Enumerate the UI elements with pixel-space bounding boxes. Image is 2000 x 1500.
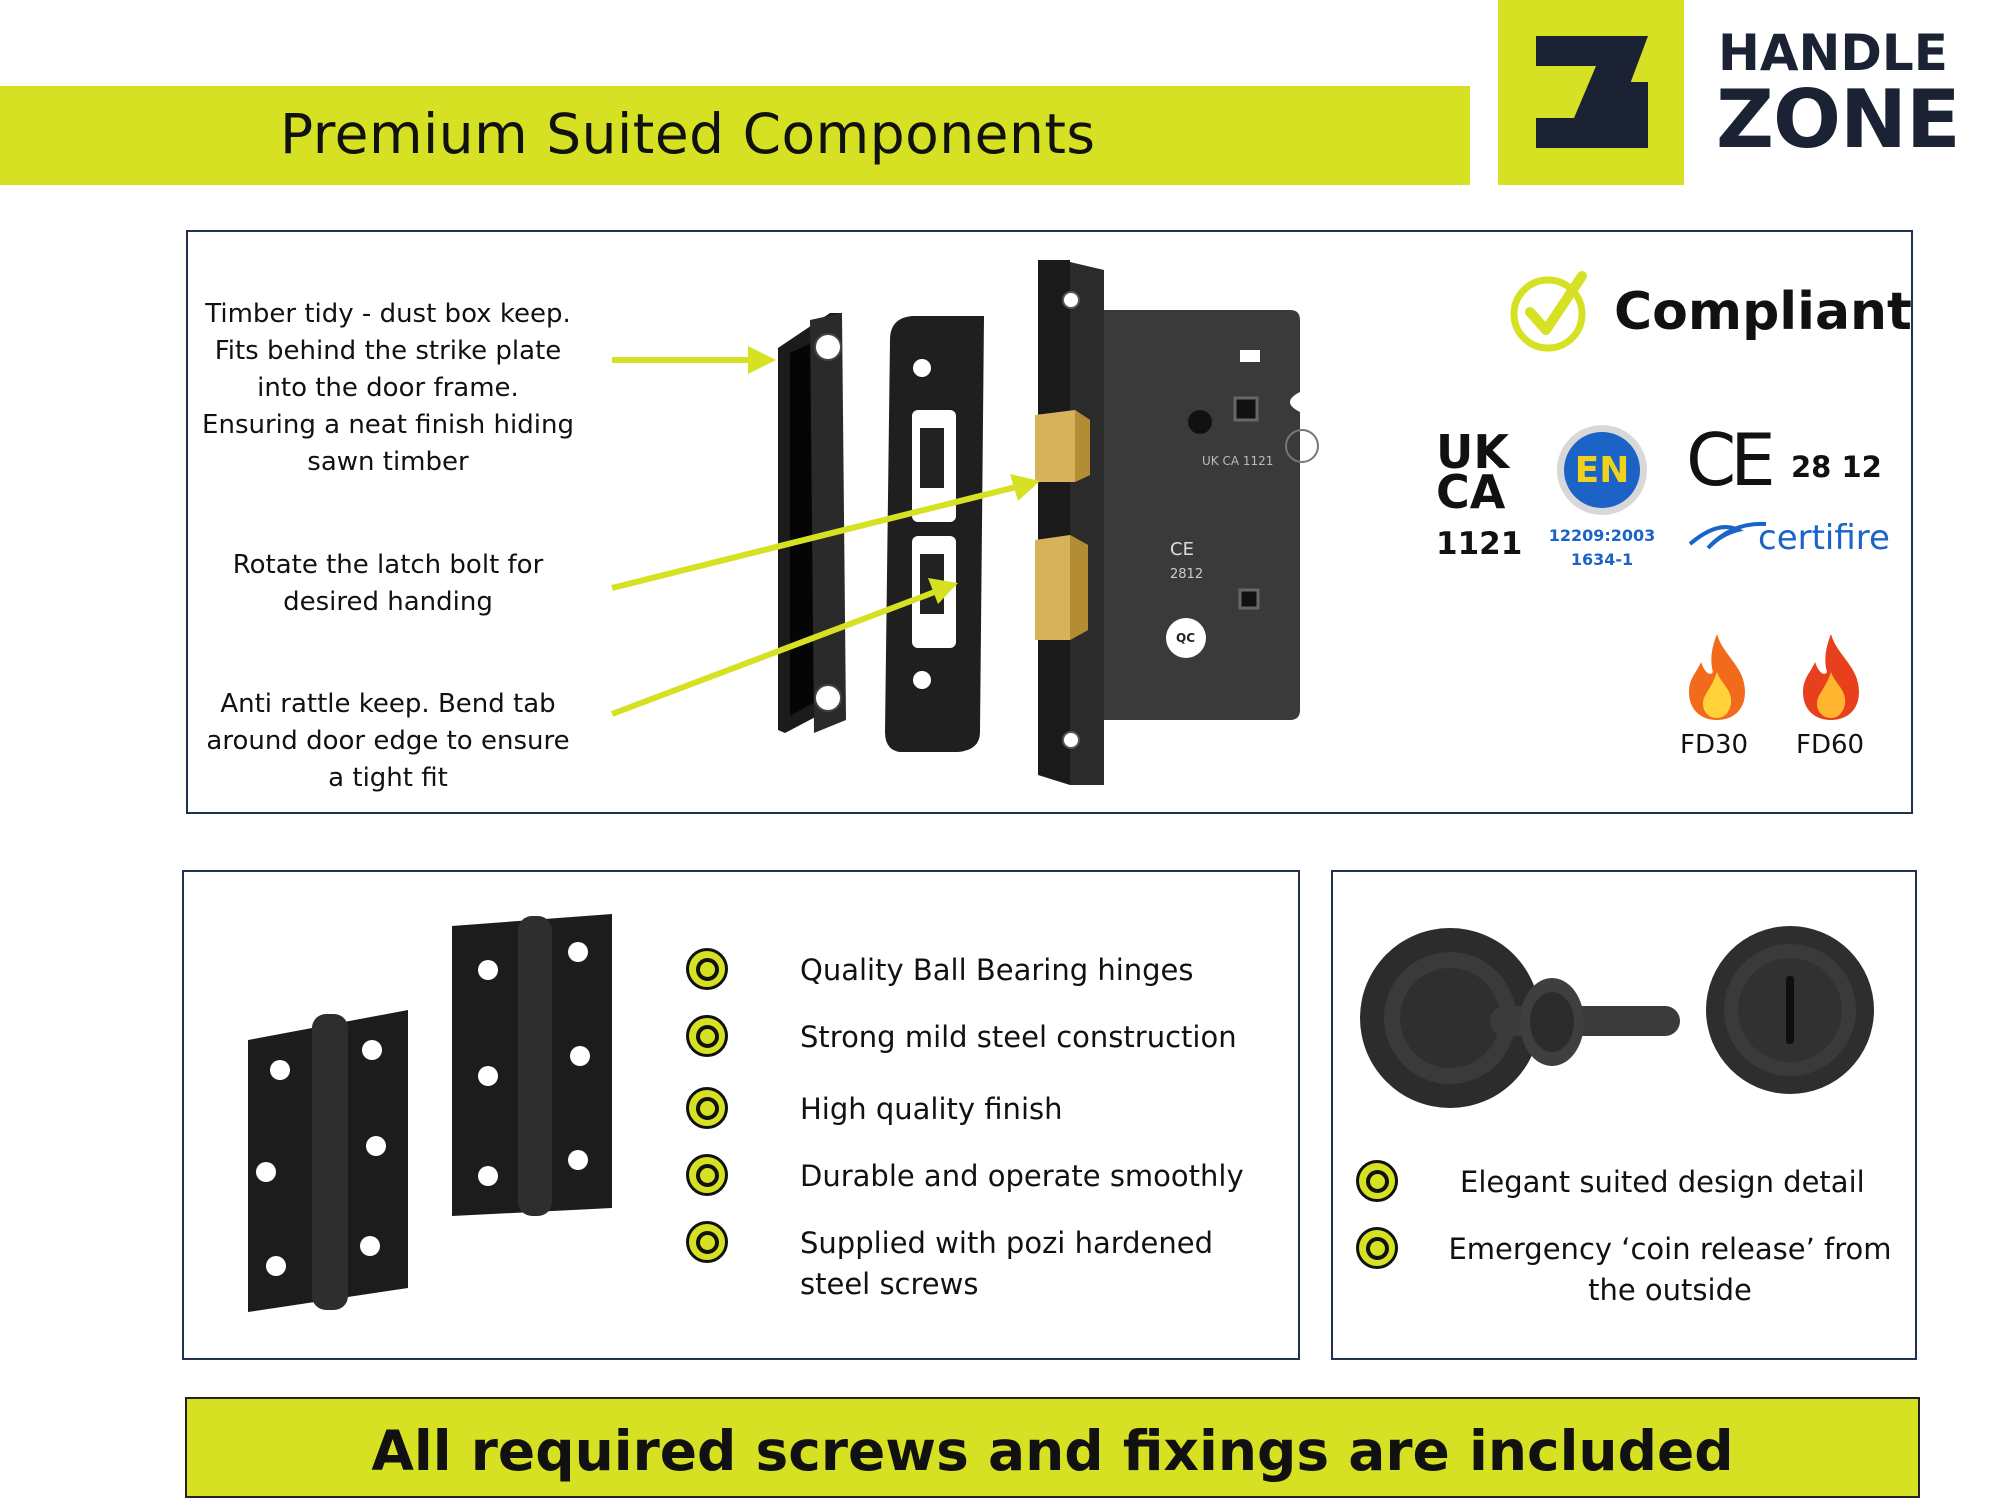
en-standard-1634: 1634-1 [1570,550,1634,569]
en-standard-12209: 12209:2003 [1548,526,1656,545]
callout-timber-tidy: Timber tidy - dust box keep. Fits behind… [202,299,574,477]
certifire-label: certifire [1758,518,1890,558]
flame-icon-fd30 [1689,634,1745,720]
brand-name-line1: HANDLE [1718,24,1948,82]
thumb-turn-illustration [1360,926,1874,1108]
ukca-mark-top: UK [1436,425,1509,479]
dust-box-keep [778,313,846,733]
hinges-illustration [248,914,612,1312]
turn-feature-1: Elegant suited design detail [1460,1165,1865,1199]
bullet-icon [686,1087,728,1129]
bullet-icon [686,1221,728,1263]
bullet-icon [1356,1227,1398,1269]
fire-rating-fd60: FD60 [1796,730,1865,760]
lock-ce-mark: CE [1170,539,1194,560]
hinge-feature-5: Supplied with pozi hardened steel screws [800,1226,1214,1301]
en-badge: EN [1557,425,1647,515]
bullet-icon [686,1154,728,1196]
z-logo-icon [1536,36,1648,148]
brand-name-line2: ZONE [1716,73,1961,166]
hinge-feature-3: High quality finish [800,1092,1063,1126]
check-circle-icon [1510,271,1587,352]
lock-qc-mark: QC [1176,631,1195,645]
sash-lock-illustration: UK CA 1121 CE 2812 QC [778,260,1319,785]
dead-bolt [1035,535,1088,640]
lock-forend [1038,260,1104,785]
brand-logo-mark [1498,0,1684,185]
en-standards: 12209:2003 1634-1 [1540,524,1664,572]
page-title: Premium Suited Components [280,102,1096,166]
latch-bolt [1035,410,1090,482]
hinge-front [248,1010,408,1312]
bullet-icon [1356,1160,1398,1202]
ce-mark: CE [1686,418,1776,502]
turn-feature-2: Emergency ‘coin release’ from the outsid… [1448,1232,1892,1307]
flame-icon-fd60 [1803,634,1859,720]
ukca-number: 1121 [1436,526,1523,562]
lock-ukca-mark: UK CA 1121 [1202,454,1273,468]
hinge-feature-1: Quality Ball Bearing hinges [800,953,1194,987]
en-badge-label: EN [1574,449,1630,491]
footer-text: All required screws and fixings are incl… [371,1419,1734,1483]
ce-number: 28 12 [1791,450,1882,484]
lock-case: UK CA 1121 CE 2812 QC [1104,310,1319,720]
strike-plate [885,316,984,752]
title-banner [0,86,1470,185]
release-escutcheon [1706,926,1874,1094]
ukca-mark-bottom: CA [1436,465,1506,519]
thumb-turn [1360,928,1680,1108]
hinge-back [452,914,612,1216]
compliant-heading: Compliant [1614,282,1912,342]
hinge-feature-2: Strong mild steel construction [800,1020,1237,1054]
footer-banner: All required screws and fixings are incl… [185,1397,1920,1498]
callout-anti-rattle: Anti rattle keep. Bend tab around door e… [206,689,570,793]
certifire-swoosh-icon [1688,521,1767,550]
callout-latch-bolt: Rotate the latch bolt for desired handin… [232,550,544,617]
bullet-icon [686,1015,728,1057]
hinge-feature-4: Durable and operate smoothly [800,1159,1244,1193]
fire-rating-fd30: FD30 [1680,730,1749,760]
bullet-icon [686,948,728,990]
lock-ce-number: 2812 [1170,567,1203,582]
